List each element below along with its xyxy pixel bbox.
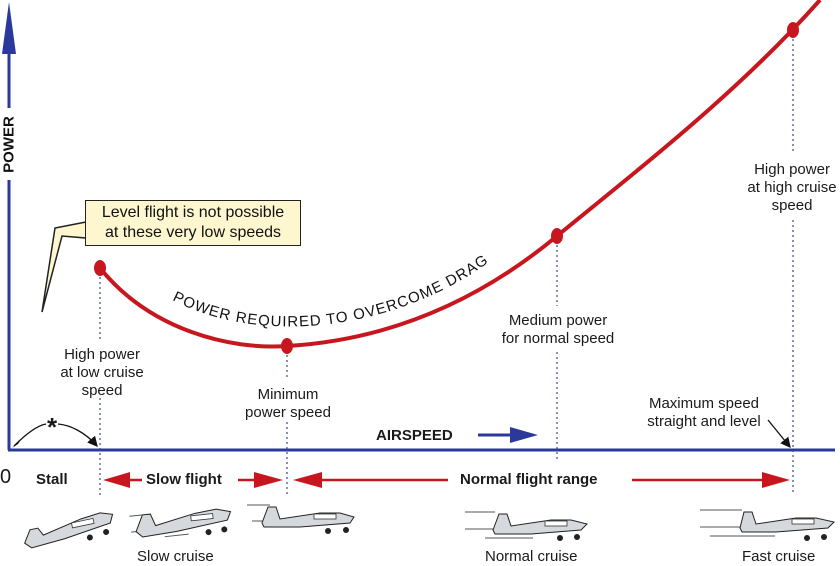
- guide-lines: [99, 34, 794, 497]
- range-slow-flight: Slow flight: [146, 471, 222, 488]
- level-flight-callout: Level flight is not possible at these ve…: [85, 200, 301, 246]
- stall-asterisk: *: [46, 412, 58, 442]
- curve-points: [94, 22, 799, 354]
- caption-fast-cruise: Fast cruise: [742, 548, 816, 565]
- x-axis-label: AIRSPEED: [376, 427, 453, 444]
- airspeed-arrow-icon: [478, 427, 538, 443]
- caption-slow-cruise: Slow cruise: [137, 548, 214, 565]
- stall-arc: [12, 423, 98, 448]
- range-normal-flight: Normal flight range: [460, 471, 598, 488]
- caption-normal-cruise: Normal cruise: [485, 548, 578, 565]
- max-speed-pointer-icon: [767, 419, 791, 449]
- callout-tail: [41, 221, 87, 313]
- airplane-icons: [24, 504, 835, 549]
- range-stall: Stall: [36, 471, 68, 488]
- range-arrows: [103, 472, 790, 488]
- y-axis-label: POWER: [0, 116, 18, 173]
- annotation-max-speed: Maximum speed straight and level: [647, 395, 761, 430]
- y-axis: [2, 2, 16, 450]
- annotation-medium-power: Medium power for normal speed: [501, 312, 615, 347]
- annotation-minimum-power: Minimum power speed: [245, 386, 331, 421]
- y-axis-arrow-icon: [2, 2, 16, 54]
- curve-label: POWER REQUIRED TO OVERCOME DRAG: [170, 251, 491, 330]
- origin-label: 0: [0, 466, 12, 488]
- annotation-high-power-high-cruise: High power at high cruise speed: [747, 161, 837, 214]
- annotation-high-power-low-cruise: High power at low cruise speed: [60, 346, 144, 399]
- power-curve: [98, 0, 822, 349]
